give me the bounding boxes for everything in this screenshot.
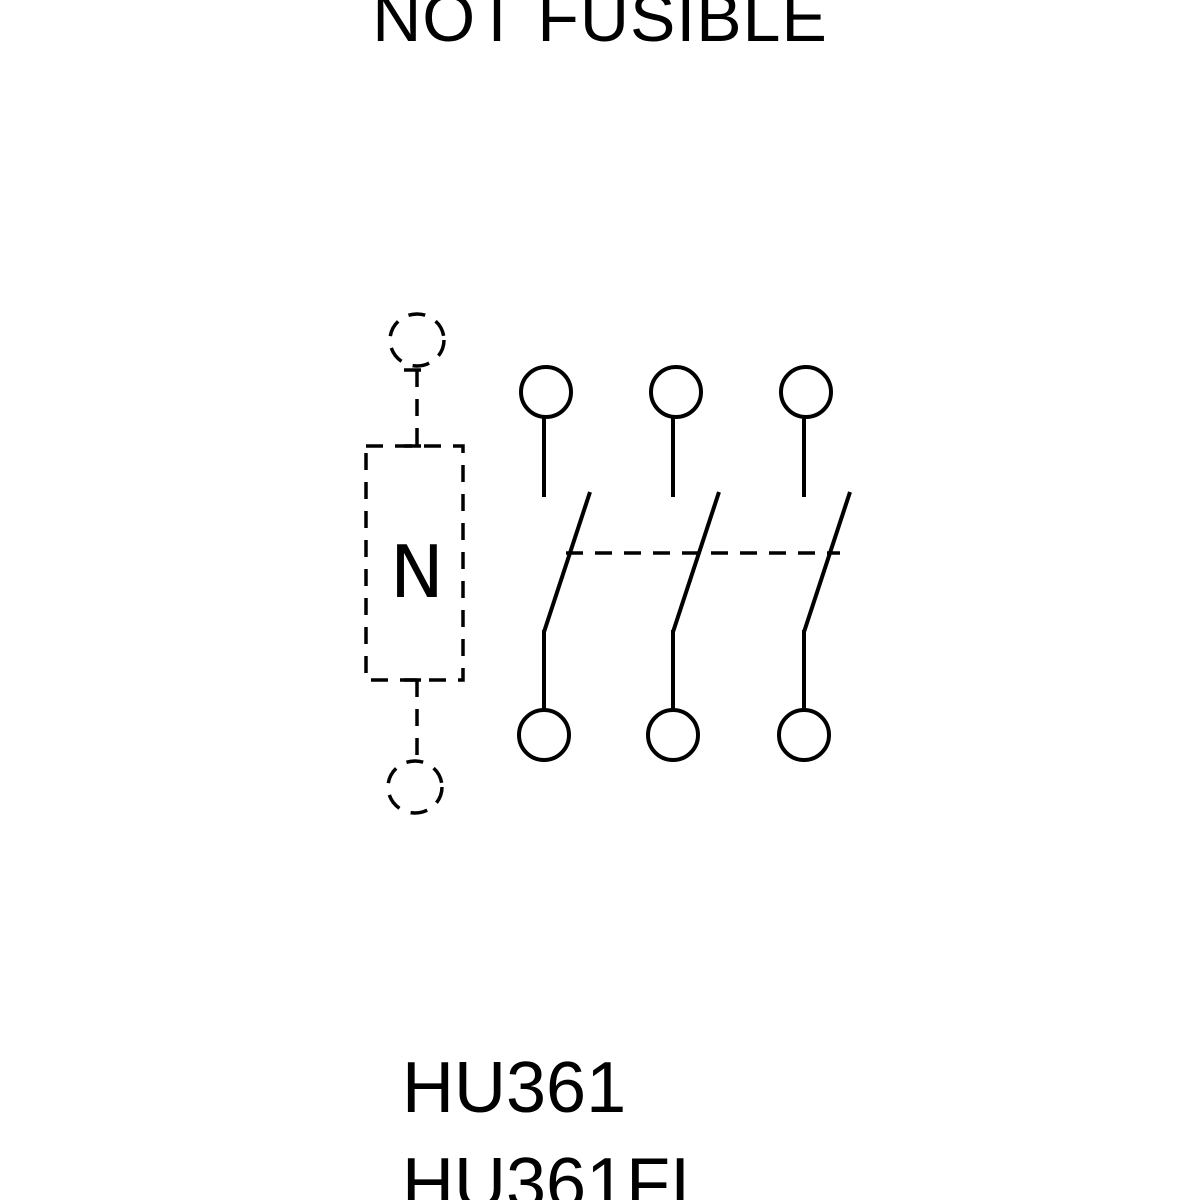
pole-2 [646,365,721,762]
diagram-title: NOT FUSIBLE [372,0,828,56]
model-number-2: HU361FI [402,1144,691,1200]
pole-2-bottom-terminal [646,708,700,762]
pole-3 [777,365,852,762]
pole-2-top-terminal [649,365,703,419]
neutral-top-connector [404,368,430,448]
neutral-module: N [364,312,465,815]
pole-1 [517,365,592,762]
pole-3-top-terminal [779,365,833,419]
pole-1-blade [542,491,592,633]
pole-1-bottom-terminal [517,708,571,762]
pole-2-blade [671,491,721,633]
neutral-bottom-connector [404,678,430,760]
pole-3-bottom-terminal [777,708,831,762]
neutral-bottom-terminal [386,759,444,815]
pole-1-top-terminal [519,365,573,419]
neutral-top-terminal [388,312,446,368]
pole-3-blade [802,491,852,633]
model-number-1: HU361 [402,1048,627,1128]
neutral-label: N [390,530,444,614]
